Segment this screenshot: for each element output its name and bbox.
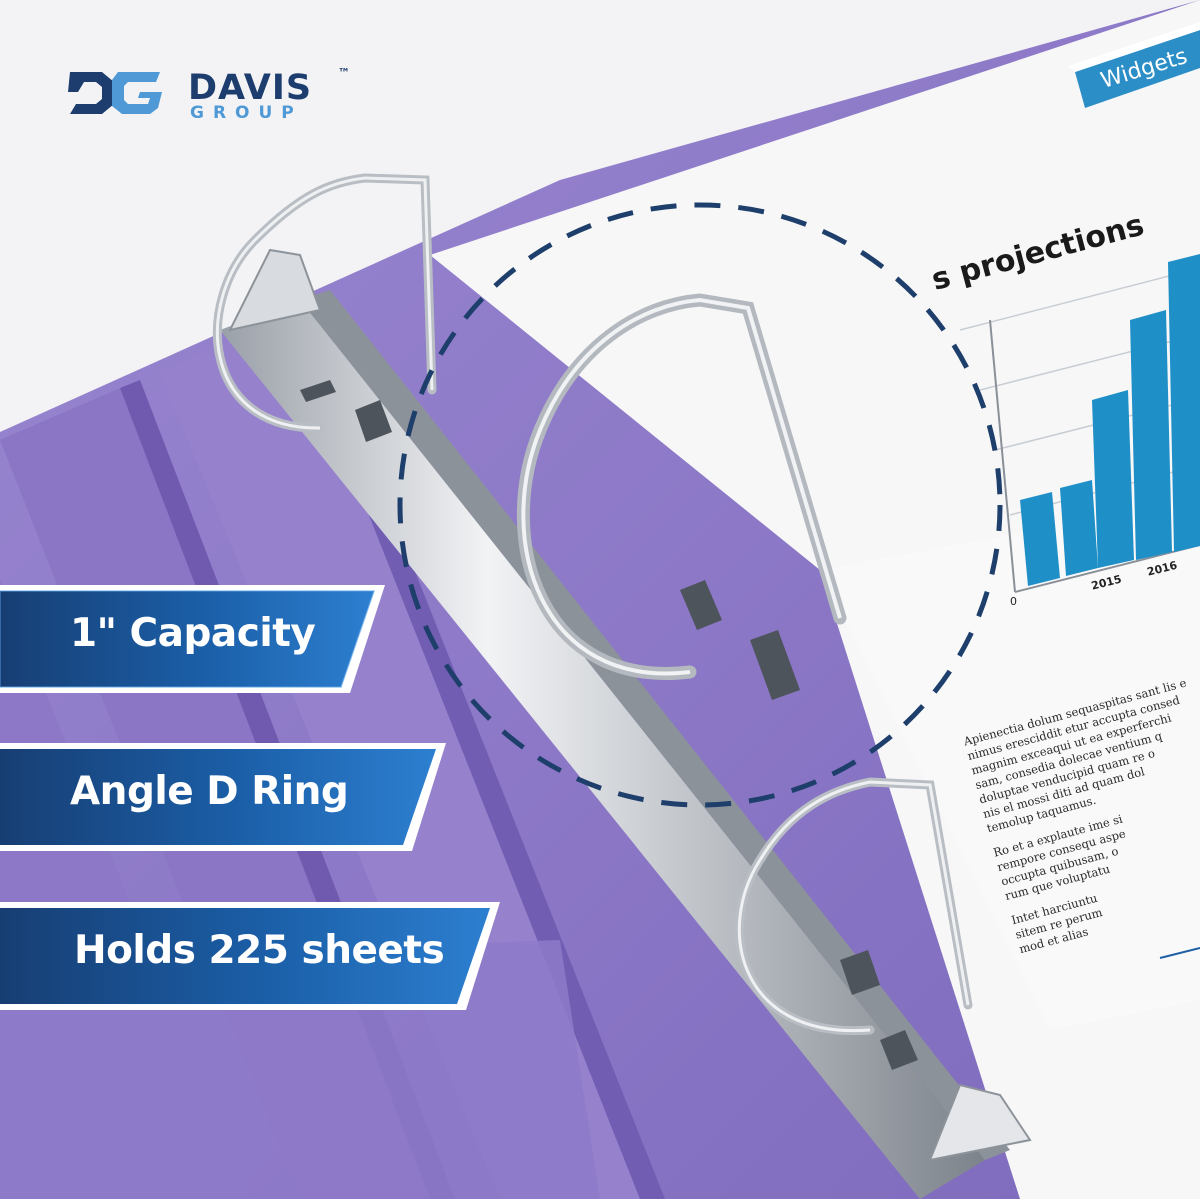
feature-banner-ring: Angle D Ring	[0, 743, 600, 853]
feature-label: Holds 225 sheets	[74, 928, 445, 973]
feature-label: Angle D Ring	[70, 769, 349, 814]
davis-group-logo: DAVIS ™ GROUP	[66, 66, 366, 128]
feature-label: 1" Capacity	[70, 611, 316, 656]
lever-bottom	[928, 1083, 1032, 1162]
logo-trademark: ™	[338, 66, 350, 80]
banner-shape	[0, 585, 385, 693]
logo-wordmark: DAVIS	[188, 68, 313, 108]
lever-top	[228, 248, 322, 332]
logo-subtitle: GROUP	[190, 103, 303, 123]
feature-banner-capacity: 1" Capacity	[0, 585, 600, 695]
zoom-circle	[397, 202, 1003, 808]
feature-banner-sheets: Holds 225 sheets	[0, 902, 600, 1012]
ring-mechanism	[220, 300, 985, 1199]
logo-mark-icon	[68, 72, 162, 114]
widgets-tab	[1075, 30, 1200, 108]
axis-zero-text: 0	[1010, 595, 1017, 608]
banner-shape	[0, 902, 500, 1010]
chart-zero-label: 0	[1010, 595, 1017, 608]
banner-shape	[0, 743, 446, 851]
bar-chart	[1020, 254, 1200, 586]
